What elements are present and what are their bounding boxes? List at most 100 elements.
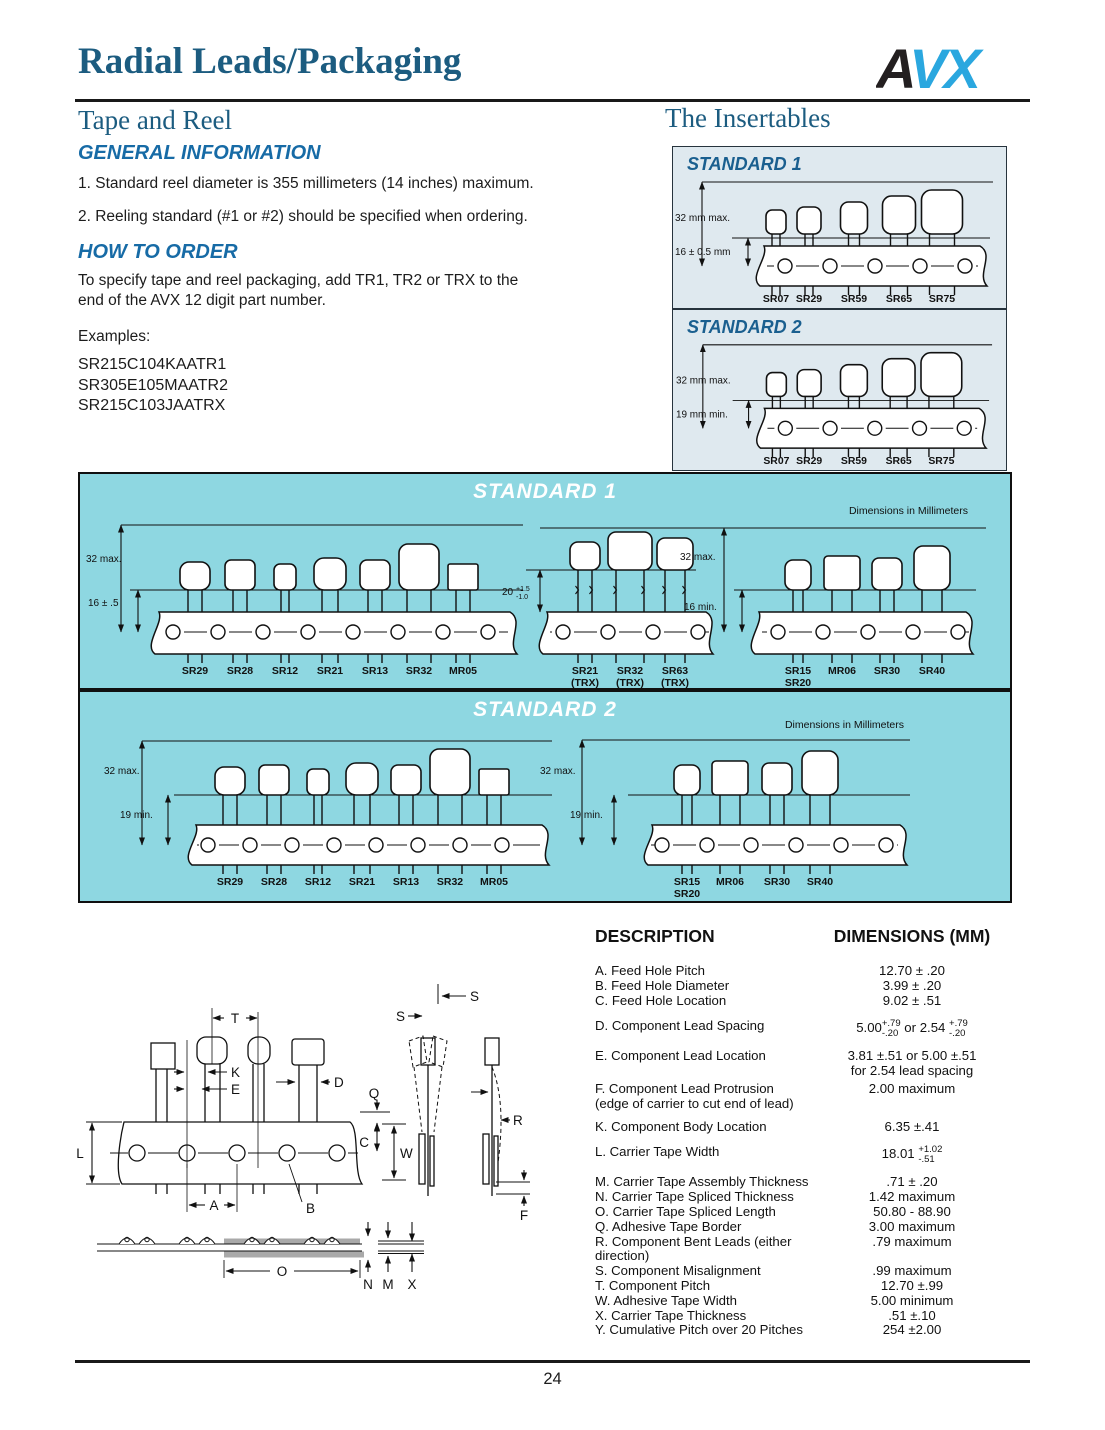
dim-label-F: F bbox=[520, 1208, 528, 1223]
spec-row: R. Component Bent Leads (either directio… bbox=[595, 1233, 952, 1264]
dim-label-S: S bbox=[470, 989, 479, 1004]
part-label: SR29 bbox=[217, 876, 243, 888]
part-label: SR13 bbox=[393, 876, 419, 888]
dim-label-T: T bbox=[231, 1011, 239, 1026]
dimension-label: 20 bbox=[502, 587, 514, 598]
part-label: SR59 bbox=[841, 456, 867, 467]
part-label: (TRX) bbox=[571, 677, 599, 689]
dim-label-B: B bbox=[306, 1201, 315, 1216]
logo-a: A bbox=[876, 40, 913, 98]
part-label: SR30 bbox=[764, 876, 790, 888]
avx-logo: AVX bbox=[876, 40, 988, 98]
part-label: MR06 bbox=[828, 665, 856, 677]
reeling-standard1-title: STANDARD 1 bbox=[473, 480, 617, 503]
dimension-label: 32 max. bbox=[540, 766, 576, 777]
dim-label-K: K bbox=[231, 1065, 240, 1080]
footer-rule bbox=[75, 1360, 1030, 1363]
part-label: SR65 bbox=[886, 293, 912, 305]
general-info-item-1: 1. Standard reel diameter is 355 millime… bbox=[78, 175, 534, 192]
dim-label-A: A bbox=[209, 1198, 218, 1213]
dimension-label: 19 min. bbox=[120, 810, 153, 821]
part-label: SR13 bbox=[362, 665, 388, 677]
part-label: SR07 bbox=[763, 293, 789, 305]
insertables-standard1-title: STANDARD 1 bbox=[687, 154, 802, 174]
part-label: SR20 bbox=[785, 677, 811, 689]
part-label: SR40 bbox=[919, 665, 945, 677]
part-label: SR63 bbox=[662, 665, 688, 677]
general-information-heading: GENERAL INFORMATION bbox=[78, 142, 321, 164]
dimension-label: 16 ± 0.5 mm bbox=[675, 247, 731, 258]
page-number: 24 bbox=[543, 1370, 562, 1388]
dimension-tolerance: -1.0 bbox=[516, 594, 528, 601]
part-label: MR05 bbox=[449, 665, 477, 677]
reeling-standard2-title: STANDARD 2 bbox=[473, 698, 617, 721]
part-label: SR29 bbox=[182, 665, 208, 677]
part-label: SR21 bbox=[317, 665, 343, 677]
part-label: SR20 bbox=[674, 888, 700, 900]
part-label: SR12 bbox=[305, 876, 331, 888]
dim-label-W: W bbox=[400, 1146, 413, 1161]
dim-label-R: R bbox=[513, 1113, 523, 1128]
part-label: SR28 bbox=[261, 876, 287, 888]
dimension-tolerance: +1.5 bbox=[516, 586, 530, 593]
part-label: SR28 bbox=[227, 665, 253, 677]
dim-label-Q: Q bbox=[369, 1086, 380, 1101]
page-title: Radial Leads/Packaging bbox=[78, 41, 462, 82]
part-label: SR15 bbox=[785, 665, 811, 677]
part-label: SR21 bbox=[572, 665, 598, 677]
part-label: SR30 bbox=[874, 665, 900, 677]
part-label: SR32 bbox=[437, 876, 463, 888]
dim-label-C: C bbox=[359, 1135, 369, 1150]
part-label: SR59 bbox=[841, 293, 867, 305]
part-label: SR07 bbox=[763, 456, 789, 467]
dimension-label: 16 ± .5 bbox=[88, 598, 119, 609]
dimension-label: 32 max. bbox=[104, 766, 140, 777]
examples-label: Examples: bbox=[78, 328, 151, 345]
part-label: SR29 bbox=[796, 293, 822, 305]
part-label: SR75 bbox=[929, 293, 955, 305]
units-note: Dimensions in Millimeters bbox=[849, 505, 968, 517]
dimension-label: 19 min. bbox=[570, 810, 603, 821]
spec-row: S. Component Misalignment.99 maximum bbox=[595, 1263, 952, 1279]
how-to-order-text: To specify tape and reel packaging, add … bbox=[78, 271, 626, 311]
dimension-label: 16 min. bbox=[684, 602, 717, 613]
spec-table-col1-header: DESCRIPTION bbox=[595, 926, 715, 946]
reeling-standard2-box: STANDARD 2 bbox=[78, 690, 1012, 903]
part-label: (TRX) bbox=[616, 677, 644, 689]
spec-row: F. Component Lead Protrusion(edge of car… bbox=[595, 1080, 956, 1111]
spec-row: X. Carrier Tape Thickness.51 ±.10 bbox=[595, 1307, 936, 1323]
left-section-title: Tape and Reel bbox=[78, 105, 233, 135]
dim-label-X: X bbox=[407, 1277, 416, 1292]
logo-vx: VX bbox=[909, 40, 984, 98]
dimension-label: 32 max. bbox=[86, 554, 122, 565]
dim-label-N: N bbox=[363, 1277, 373, 1292]
example-part-number: SR215C104KAATR1 bbox=[78, 356, 227, 373]
part-label: MR06 bbox=[716, 876, 744, 888]
how-to-order-line-1: To specify tape and reel packaging, add … bbox=[78, 272, 519, 289]
part-label: SR21 bbox=[349, 876, 375, 888]
dim-label-S2: S bbox=[396, 1009, 405, 1024]
general-info-item-2: 2. Reeling standard (#1 or #2) should be… bbox=[78, 208, 528, 225]
units-note: Dimensions in Millimeters bbox=[785, 719, 904, 731]
part-label: SR12 bbox=[272, 665, 298, 677]
part-label: SR75 bbox=[928, 456, 954, 467]
spec-table-col2-header: DIMENSIONS (MM) bbox=[833, 926, 991, 946]
dim-label-O: O bbox=[277, 1264, 288, 1279]
